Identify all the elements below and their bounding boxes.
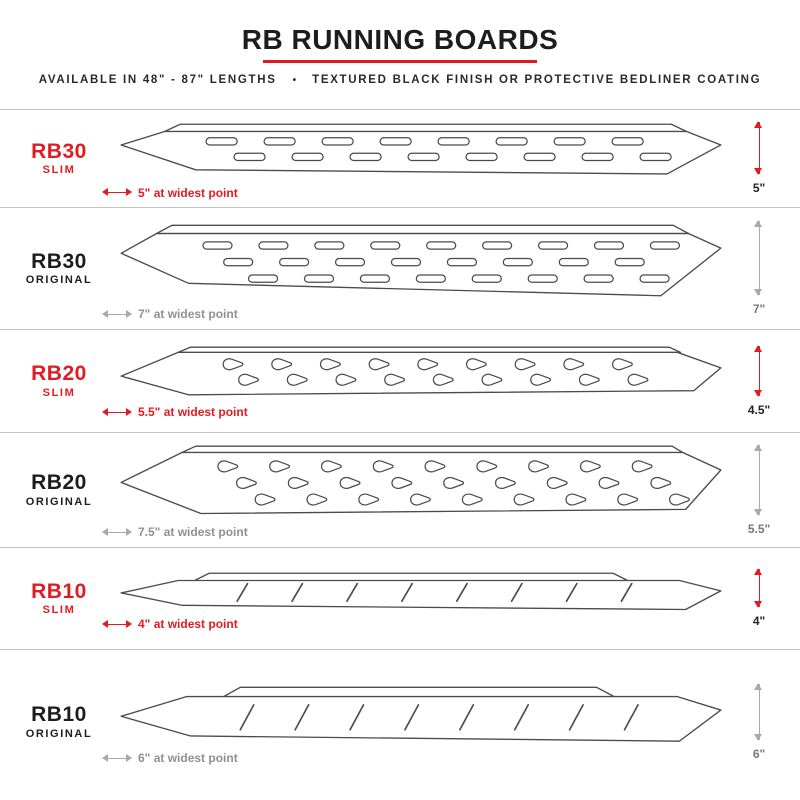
height-measure: 5.5" [724,443,794,536]
height-arrow-icon [754,220,762,296]
board-row-rb20-original: RB20 ORIGINAL 7.5" at widest point 5.5" [0,433,800,548]
width-measure: 5.5" at widest point [102,405,724,419]
board-drawing-area: 7" at widest point [102,216,724,321]
height-measure: 4.5" [724,344,794,417]
board-variant: SLIM [42,164,76,177]
height-note: 7" [752,302,766,316]
width-measure: 7" at widest point [102,307,724,321]
height-arrow-icon [754,121,762,175]
board-variant: SLIM [42,604,76,617]
board-label-rb20-original: RB20 ORIGINAL [0,471,118,508]
height-measure: 5" [724,121,794,195]
board-variant: SLIM [42,386,76,399]
subtitle-finish: TEXTURED BLACK FINISH OR PROTECTIVE BEDL… [312,74,762,86]
rb10-original-board-drawing [120,686,722,742]
width-note: 5" at widest point [138,185,238,200]
header: RB RUNNING BOARDS AVAILABLE IN 48" - 87"… [0,0,800,110]
width-note: 4" at widest point [138,617,238,632]
width-note: 5.5" at widest point [138,405,248,419]
width-arrow-icon [102,309,132,318]
board-model: RB20 [31,471,87,495]
board-model: RB10 [31,579,87,603]
width-arrow-icon [102,407,132,416]
height-measure: 4" [724,568,794,628]
board-label-rb20-slim: RB20 SLIM [0,362,118,399]
board-label-rb10-original: RB10 ORIGINAL [0,703,118,740]
board-row-rb10-slim: RB10 SLIM 4" at widest point 4" [0,548,800,650]
width-arrow-icon [102,753,132,762]
height-note: 6" [752,746,766,761]
rb30-original-board-drawing [120,224,722,297]
board-drawing-area: 5.5" at widest point [102,343,724,419]
board-drawing-area: 5" at widest point [102,117,724,200]
board-label-rb30-original: RB30 ORIGINAL [0,249,118,287]
width-measure: 5" at widest point [102,185,724,200]
width-note: 7.5" at widest point [138,525,248,540]
height-arrow-icon [754,443,762,516]
width-measure: 6" at widest point [102,751,724,766]
board-variant: ORIGINAL [25,274,93,287]
subtitle-lengths: AVAILABLE IN 48" - 87" LENGTHS [38,74,277,86]
height-measure: 6" [724,682,794,761]
rb20-slim-board-drawing [120,346,722,396]
board-label-rb30-slim: RB30 SLIM [0,139,118,177]
rb30-slim-board-drawing [120,123,722,176]
height-measure: 7" [724,220,794,316]
subtitle: AVAILABLE IN 48" - 87" LENGTHS • TEXTURE… [0,74,800,86]
height-note: 5" [752,181,766,195]
board-label-rb10-slim: RB10 SLIM [0,579,118,617]
board-model: RB30 [31,249,87,273]
page-title: RB RUNNING BOARDS [241,24,559,55]
title-underline [263,60,537,63]
board-row-rb20-slim: RB20 SLIM 5.5" at widest point [0,330,800,433]
width-note: 7" at widest point [138,307,238,321]
board-model: RB30 [31,139,87,163]
height-arrow-icon [754,568,762,608]
board-row-rb30-original: RB30 ORIGINAL 7" at widest point 7" [0,208,800,330]
height-note: 4" [752,614,766,628]
board-drawing-area: 4" at widest point [102,566,724,631]
board-model: RB20 [31,362,87,386]
board-model: RB10 [31,703,87,727]
board-row-rb10-original: RB10 ORIGINAL 6" at widest point 6" [0,650,800,794]
height-arrow-icon [754,682,762,741]
height-note: 5.5" [747,521,771,536]
width-arrow-icon [102,188,132,197]
subtitle-separator-dot: • [292,74,297,86]
width-note: 6" at widest point [138,751,238,766]
rb20-original-board-drawing [120,445,722,514]
board-drawing-area: 7.5" at widest point [102,441,724,539]
board-variant: ORIGINAL [25,495,93,508]
width-arrow-icon [102,620,132,629]
height-note: 4.5" [747,402,771,417]
board-row-rb30-slim: RB30 SLIM 5" at widest point 5" [0,110,800,208]
board-variant: ORIGINAL [25,727,93,740]
width-measure: 4" at widest point [102,617,724,632]
width-measure: 7.5" at widest point [102,525,724,540]
width-arrow-icon [102,528,132,537]
rb10-slim-board-drawing [120,572,722,610]
height-arrow-icon [754,344,762,397]
board-drawing-area: 6" at widest point [102,679,724,765]
